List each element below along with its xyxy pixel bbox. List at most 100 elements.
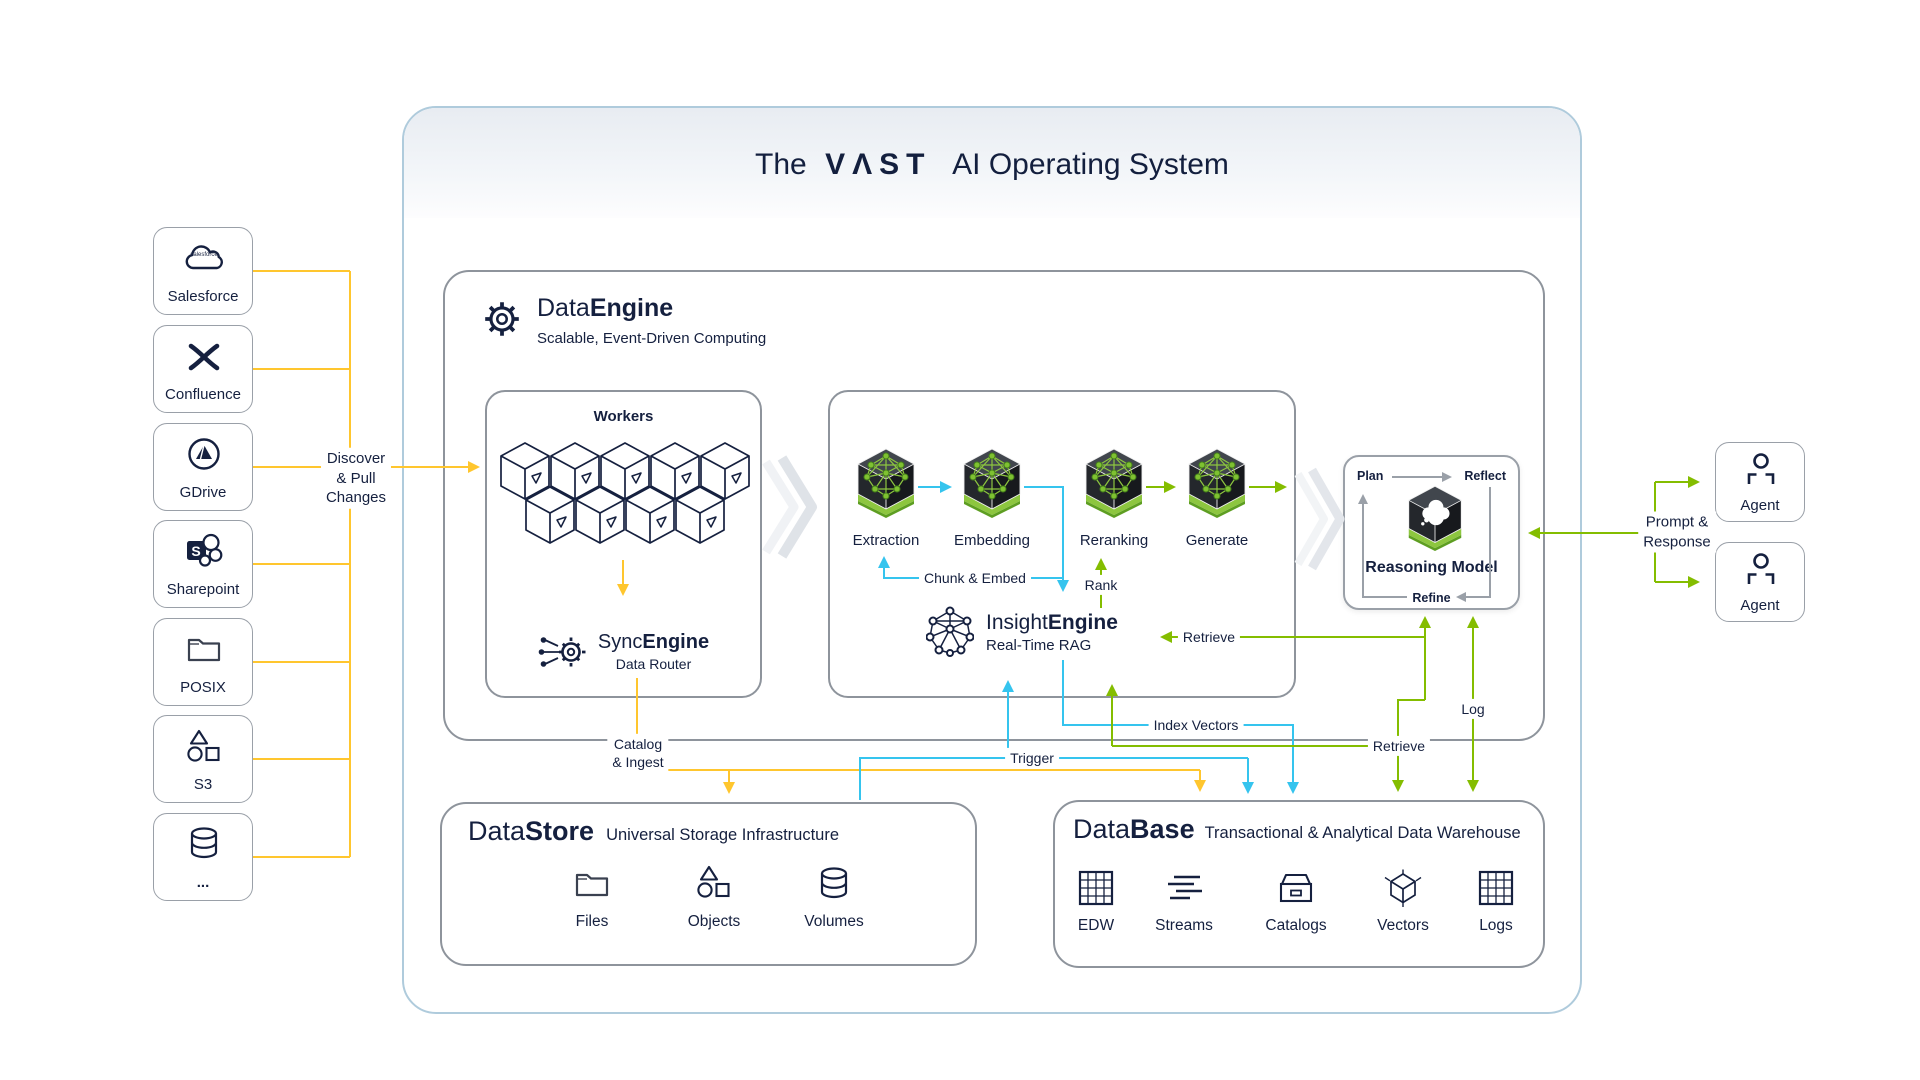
agent-label: Agent: [1740, 597, 1780, 614]
pipeline-step-label: Generate: [1185, 532, 1249, 549]
database-item-logs: Logs: [1451, 868, 1541, 935]
title-suffix: AI Operating System: [952, 148, 1229, 181]
dataengine-subtitle: Scalable, Event-Driven Computing: [537, 330, 767, 347]
datastore-subtitle: Universal Storage Infrastructure: [606, 826, 840, 844]
source-label: S3: [193, 776, 213, 793]
agent-box-1: Agent: [1715, 442, 1805, 522]
syncengine-title: SyncEngine: [597, 631, 710, 653]
datastore-box: DataStore Universal Storage Infrastructu…: [440, 802, 977, 966]
insightengine-subtitle: Real-Time RAG: [986, 636, 1092, 654]
syncengine-icon: [538, 632, 590, 672]
item-label: Volumes: [804, 913, 864, 930]
insightengine-box: Extraction Embedding Reranking Generate …: [828, 390, 1296, 698]
source-label: Salesforce: [167, 288, 239, 305]
source-box-other: ...: [153, 813, 253, 901]
reasoning-model-box: Plan Reflect Reasoning Model Refine: [1343, 455, 1520, 610]
retrieve-database-label: Retrieve: [1367, 735, 1431, 757]
embedding-cube-icon: [960, 448, 1024, 522]
volumes-cylinder-icon: [789, 864, 879, 904]
retrieve-insight-label: Retrieve: [1177, 626, 1241, 648]
database-item-catalogs: Catalogs: [1251, 868, 1341, 935]
syncengine-subtitle: Data Router: [615, 656, 692, 672]
vast-logo: VΛST: [825, 148, 932, 181]
objects-icon: [669, 864, 759, 904]
person-icon: [1743, 451, 1779, 487]
catalogs-drawer-icon: [1251, 868, 1341, 908]
source-box-gdrive: GDrive: [153, 423, 253, 511]
prompt-response-label: Prompt & Response: [1638, 511, 1716, 553]
gear-icon: [481, 298, 523, 340]
datastore-item-objects: Objects: [669, 864, 759, 931]
source-box-sharepoint: Sharepoint: [153, 520, 253, 608]
pipeline-step-label: Reranking: [1079, 532, 1149, 549]
pipeline-step-label: Extraction: [852, 532, 920, 549]
pipeline-step-label: Embedding: [954, 532, 1030, 549]
generate-cube-icon: [1185, 448, 1249, 522]
item-label: Objects: [687, 913, 741, 930]
item-label: Streams: [1155, 917, 1213, 934]
streams-icon: [1139, 868, 1229, 908]
salesforce-icon-text: salesforce: [190, 252, 218, 258]
item-label: Logs: [1479, 917, 1513, 934]
datastore-item-volumes: Volumes: [789, 864, 879, 931]
database-title: DataBase: [1073, 814, 1195, 844]
logs-grid-icon: [1451, 868, 1541, 908]
s3-objects-icon: [184, 728, 224, 768]
item-label: Catalogs: [1265, 917, 1327, 934]
source-connector-lines: [253, 270, 351, 858]
catalog-ingest-label: Catalog & Ingest: [607, 733, 669, 773]
sharepoint-icon: [184, 530, 224, 570]
agent-label: Agent: [1740, 497, 1780, 514]
source-box-s3: S3: [153, 715, 253, 803]
source-box-posix: POSIX: [153, 618, 253, 706]
vectors-cube-icon: [1358, 868, 1448, 908]
posix-folder-icon: [184, 629, 224, 669]
person-icon: [1743, 551, 1779, 587]
rank-label: Rank: [1079, 574, 1123, 596]
datastore-item-files: Files: [547, 864, 637, 931]
database-item-streams: Streams: [1139, 868, 1229, 935]
database-item-edw: EDW: [1051, 868, 1141, 935]
title-prefix: The: [755, 148, 807, 181]
workers-box: Workers SyncEngine Data Router: [485, 390, 762, 698]
header-band: [404, 108, 1580, 218]
files-folder-icon: [547, 864, 637, 904]
refine-label: Refine: [1409, 591, 1454, 605]
reasoning-cube-icon: [1405, 485, 1465, 555]
gdrive-icon: [184, 434, 224, 474]
worker-cubes: [497, 440, 753, 560]
datastore-title: DataStore: [468, 816, 595, 846]
salesforce-icon: salesforce: [182, 238, 226, 278]
trigger-label: Trigger: [1005, 747, 1059, 769]
confluence-icon: [184, 336, 224, 376]
page-title: The VΛST AI Operating System: [402, 148, 1582, 182]
database-subtitle: Transactional & Analytical Data Warehous…: [1204, 824, 1521, 842]
database-cylinder-icon: [184, 824, 224, 864]
source-label: ...: [196, 874, 210, 891]
item-label: Files: [575, 913, 609, 930]
source-box-confluence: Confluence: [153, 325, 253, 413]
insightengine-title: InsightEngine: [986, 610, 1118, 634]
database-box: DataBase Transactional & Analytical Data…: [1053, 800, 1545, 968]
plan-label: Plan: [1357, 469, 1384, 483]
reasoning-title: Reasoning Model: [1365, 559, 1498, 576]
insightengine-network-icon: [926, 606, 974, 658]
item-label: EDW: [1077, 917, 1115, 934]
source-label: Confluence: [165, 386, 241, 403]
chunk-embed-label: Chunk & Embed: [919, 567, 1031, 589]
log-label: Log: [1456, 698, 1490, 720]
workers-title: Workers: [593, 408, 654, 425]
source-box-salesforce: salesforce Salesforce: [153, 227, 253, 315]
discover-pull-changes-label: Discover & Pull Changes: [320, 447, 392, 509]
edw-grid-icon: [1051, 868, 1141, 908]
reranking-cube-icon: [1082, 448, 1146, 522]
dataengine-title: DataEngine: [537, 294, 674, 322]
reflect-label: Reflect: [1464, 469, 1506, 483]
agent-box-2: Agent: [1715, 542, 1805, 622]
index-vectors-label: Index Vectors: [1148, 714, 1244, 736]
extraction-cube-icon: [854, 448, 918, 522]
source-label: Sharepoint: [166, 581, 240, 598]
source-label: GDrive: [179, 484, 227, 501]
item-label: Vectors: [1377, 917, 1429, 934]
database-item-vectors: Vectors: [1358, 868, 1448, 935]
